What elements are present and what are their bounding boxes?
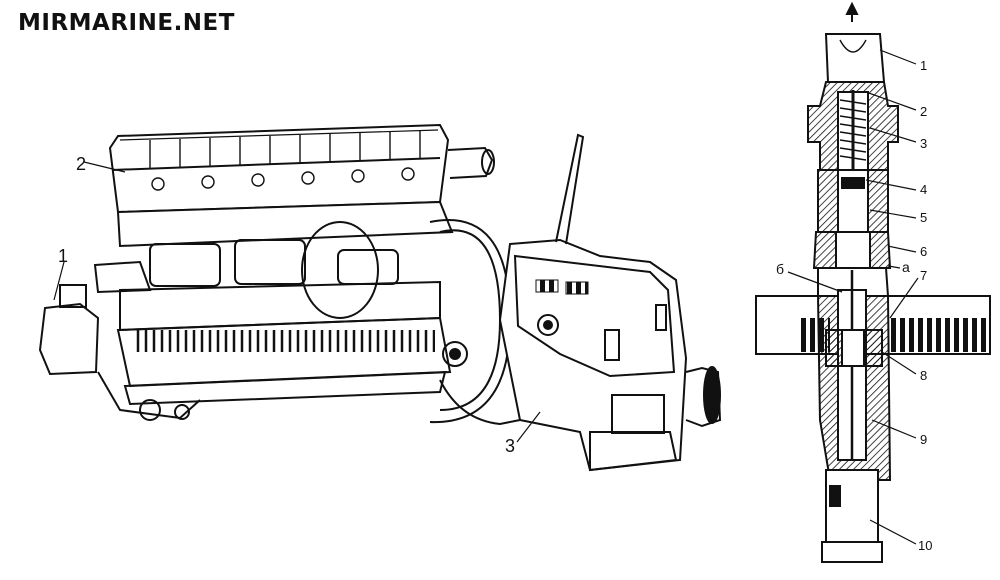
pump-callout-9: 9 — [920, 432, 927, 447]
engine-callout-1: 1 — [58, 246, 68, 266]
pump-callout-4: 4 — [920, 182, 927, 197]
pump-callout-5: 5 — [920, 210, 927, 225]
pump-callout-2: 2 — [920, 104, 927, 119]
engine-callout-2: 2 — [76, 154, 86, 174]
engine-callout-3: 3 — [505, 436, 515, 456]
pump-callout-1: 1 — [920, 58, 927, 73]
pump-callout-7: 7 — [920, 268, 927, 283]
pump-callout-b: б — [776, 261, 784, 277]
pump-callout-6: 6 — [920, 244, 927, 259]
pump-cross-section — [755, 1, 991, 563]
pump-leader-lines — [787, 49, 919, 545]
pump-callout-8: 8 — [920, 368, 927, 383]
engine-leader-lines — [53, 161, 541, 443]
pump-callout-3: 3 — [920, 136, 927, 151]
site-watermark: MIRMARINE.NET — [18, 10, 235, 36]
engine-assembly — [38, 123, 722, 472]
pump-callout-10: 10 — [918, 538, 932, 553]
pump-callouts: 1 2 3 4 5 6 7 8 9 10 б а — [776, 58, 932, 553]
pump-callout-a: а — [902, 259, 910, 275]
